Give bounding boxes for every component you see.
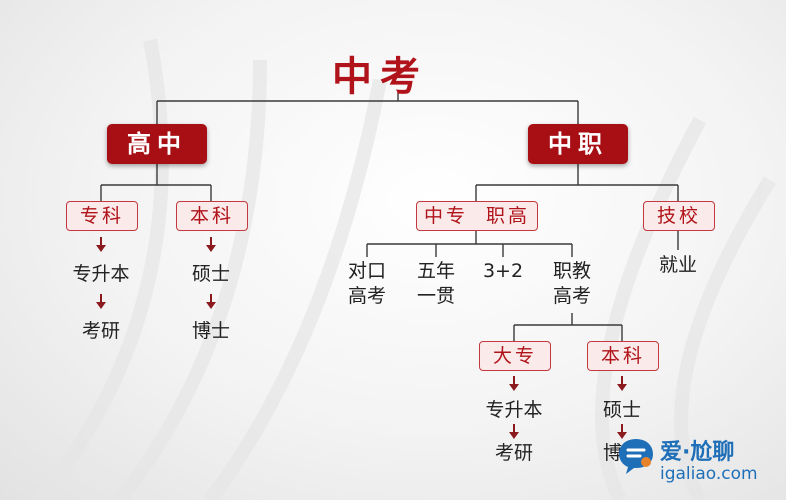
arrow-down-icon [617,424,627,439]
arrow-down-icon [206,237,216,252]
node-zhongzhi: 中职 [528,124,628,164]
option-3plus2: 3+2 [482,260,524,282]
node-jixiao: 技校 [643,201,715,231]
arrow-down-icon [96,237,106,252]
node-gaozhong: 高中 [107,124,207,164]
path-kaoyan-left: 考研 [81,320,120,342]
arrow-down-icon [617,376,627,391]
result-jiuye: 就业 [658,254,697,276]
watermark: 爱·尬聊 igaliao.com [616,432,776,492]
root-title: 中考 [332,54,428,100]
option-duikou-gaokao: 对口 高考 [347,260,386,307]
node-benke-left: 本科 [176,201,248,231]
node-zhongzhuan-zhigao: 中专 职高 [416,201,538,231]
path-zhuanshengben-left: 专升本 [72,263,130,285]
path-zhuanshengben-right: 专升本 [485,399,543,421]
arrow-down-icon [509,424,519,439]
option-wunian-yiguan: 五年 一贯 [416,260,455,307]
arrow-down-icon [96,294,106,309]
path-shuoshi-right: 硕士 [602,399,641,421]
path-kaoyan-right: 考研 [494,442,533,464]
node-zhuanke: 专科 [66,201,138,231]
option-zhijiao-gaokao: 职教 高考 [552,260,591,307]
watermark-brand: 爱·尬聊 [660,440,735,465]
path-boshi-left: 博士 [191,320,230,342]
arrow-down-icon [206,294,216,309]
watermark-url: igaliao.com [660,464,758,484]
node-benke-right: 本科 [587,341,659,371]
chat-bubble-logo-icon [619,439,653,474]
arrow-down-icon [509,376,519,391]
node-dazhuan: 大专 [479,341,551,371]
path-shuoshi-left: 硕士 [191,263,230,285]
